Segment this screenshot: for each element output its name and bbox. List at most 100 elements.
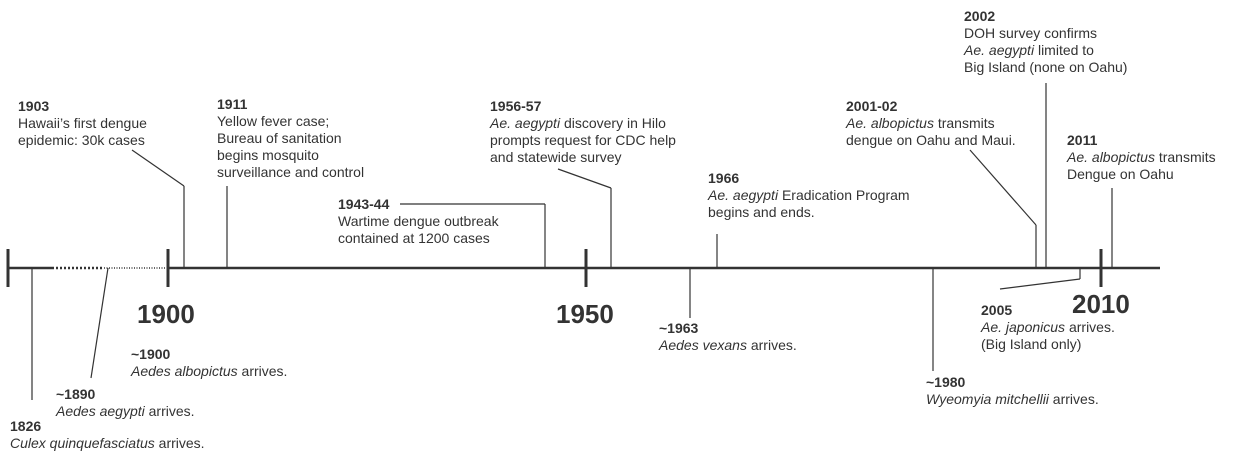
event-text: arrives. <box>1065 319 1115 335</box>
event-text: transmits <box>1154 149 1216 165</box>
event-year: 2001-02 <box>846 98 898 114</box>
species-name: Wyeomyia mitchellii <box>926 391 1049 407</box>
event-description-line: prompts request for CDC help <box>490 132 676 149</box>
species-name: Ae. aegypti <box>708 187 779 203</box>
event-year: 1911 <box>217 96 248 112</box>
event-year: 2011 <box>1067 132 1098 148</box>
event-description-line: Aedes albopictus arrives. <box>131 363 287 380</box>
event-text: Wartime dengue outbreak <box>338 213 499 229</box>
event-description-line: Ae. japonicus arrives. <box>981 319 1115 336</box>
leader-2001 <box>969 149 1037 226</box>
event-description-line: epidemic: 30k cases <box>18 132 147 149</box>
event-text: limited to <box>1034 42 1094 58</box>
event-text: transmits <box>933 115 995 131</box>
event-text: arrives. <box>144 403 195 419</box>
event-description-line: Aedes aegypti arrives. <box>56 403 195 420</box>
event-year: 2002 <box>964 8 996 24</box>
event-text: Bureau of sanitation <box>217 130 342 146</box>
event-description-line: begins mosquito <box>217 147 364 164</box>
leader-2005-d <box>999 278 1081 290</box>
event-description-line: Ae. aegypti discovery in Hilo <box>490 115 676 132</box>
event-year: 1903 <box>18 98 50 114</box>
event-text: Yellow fever case; <box>217 113 330 129</box>
decade-label-1900: 1900 <box>137 299 195 329</box>
species-name: Ae. albopictus <box>846 115 934 131</box>
event-description-line: Ae. aegypti limited to <box>964 42 1127 59</box>
event-description-line: Yellow fever case; <box>217 113 364 130</box>
event-description-line: dengue on Oahu and Maui. <box>846 132 1016 149</box>
species-name: Ae. aegypti <box>964 42 1035 58</box>
event-text: begins mosquito <box>217 147 319 163</box>
event-year: 1956-57 <box>490 98 542 114</box>
event-text: epidemic: 30k cases <box>18 132 145 148</box>
event-description-line: Culex quinquefasciatus arrives. <box>10 435 205 452</box>
event-description-line: surveillance and control <box>217 164 364 181</box>
event-description-line: Bureau of sanitation <box>217 130 364 147</box>
event-text: and statewide survey <box>490 149 622 165</box>
event-description-line: Ae. albopictus transmits <box>846 115 1016 132</box>
event-text: dengue on Oahu and Maui. <box>846 132 1016 148</box>
event-text: Dengue on Oahu <box>1067 166 1174 182</box>
event-text: Big Island (none on Oahu) <box>964 59 1128 75</box>
event-text: contained at 1200 cases <box>338 230 490 246</box>
event-text: surveillance and control <box>217 164 365 180</box>
event-description-line: (Big Island only) <box>981 336 1115 353</box>
decade-label-2010: 2010 <box>1072 289 1130 319</box>
event-description-line: Ae. albopictus transmits <box>1067 149 1216 166</box>
species-name: Ae. aegypti <box>490 115 561 131</box>
event-text: discovery in Hilo <box>560 115 666 131</box>
event-description-line: Dengue on Oahu <box>1067 166 1216 183</box>
event-year: 1966 <box>708 170 740 186</box>
event-description-line: Wartime dengue outbreak <box>338 213 499 230</box>
species-name: Ae. japonicus <box>981 319 1066 335</box>
event-description-line: Big Island (none on Oahu) <box>964 59 1127 76</box>
event-text: prompts request for CDC help <box>490 132 676 148</box>
event-description-line: and statewide survey <box>490 149 676 166</box>
event-text: (Big Island only) <box>981 336 1082 352</box>
species-name: Ae. albopictus <box>1067 149 1155 165</box>
leader-1890 <box>90 267 109 379</box>
event-year: ~1890 <box>56 386 96 402</box>
species-name: Culex quinquefasciatus <box>10 435 155 451</box>
event-text: begins and ends. <box>708 204 815 220</box>
event-description-line: Aedes vexans arrives. <box>659 337 797 354</box>
species-name: Aedes albopictus <box>131 363 238 379</box>
event-year: 1826 <box>10 418 42 434</box>
event-text: Eradication Program <box>778 187 910 203</box>
species-name: Aedes aegypti <box>56 403 145 419</box>
leader-1903-h <box>131 149 185 187</box>
event-year: ~1980 <box>926 374 966 390</box>
event-description-line: Hawaii’s first dengue <box>18 115 147 132</box>
event-text: arrives. <box>154 435 205 451</box>
event-text: arrives. <box>746 337 797 353</box>
event-description-line: contained at 1200 cases <box>338 230 499 247</box>
species-name: Aedes vexans <box>659 337 747 353</box>
event-description-line: begins and ends. <box>708 204 910 221</box>
event-description-line: Wyeomyia mitchellii arrives. <box>926 391 1099 408</box>
event-text: arrives. <box>1048 391 1099 407</box>
decade-label-1950: 1950 <box>556 299 614 329</box>
event-text: Hawaii’s first dengue <box>18 115 147 131</box>
event-description-line: DOH survey confirms <box>964 25 1127 42</box>
event-description-line: Ae. aegypti Eradication Program <box>708 187 910 204</box>
event-text: arrives. <box>237 363 288 379</box>
event-year: ~1900 <box>131 346 171 362</box>
event-text: DOH survey confirms <box>964 25 1098 41</box>
leader-1956 <box>557 168 612 189</box>
event-year: 2005 <box>981 302 1013 318</box>
